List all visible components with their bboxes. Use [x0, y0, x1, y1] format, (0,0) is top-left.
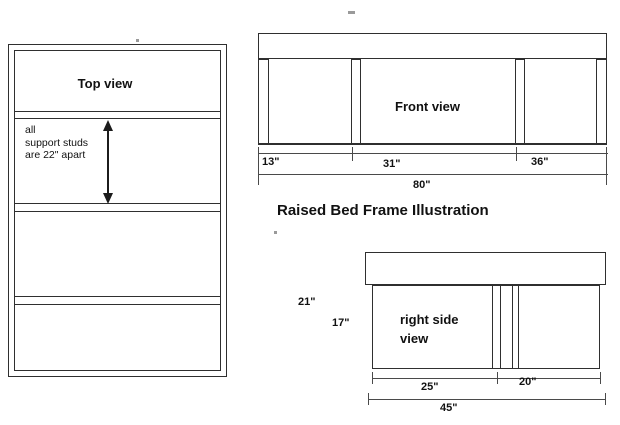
support-stud-note-line1: all — [25, 124, 36, 136]
front-view-bottom-line — [258, 143, 607, 145]
front-view-stud — [258, 59, 269, 144]
top-view-label: Top view — [77, 76, 133, 91]
front-dim-line — [258, 153, 608, 154]
dim-tick — [516, 147, 517, 161]
side-dim-line-total — [368, 399, 606, 400]
side-view-lower-box — [372, 285, 600, 369]
dim-tick — [368, 393, 369, 405]
artifact-speck — [136, 39, 139, 42]
support-stud-note-line2: support studs — [25, 136, 89, 149]
dim-tick — [606, 147, 607, 185]
top-view-rail — [15, 203, 220, 212]
dim-label-45: 45" — [440, 402, 458, 414]
top-view-rail — [15, 296, 220, 305]
artifact-speck — [348, 11, 355, 14]
side-view-label-line2: view — [400, 331, 429, 346]
dim-tick — [372, 372, 373, 384]
dim-tick — [600, 372, 601, 384]
dim-label-13: 13" — [262, 156, 280, 168]
dim-tick — [258, 147, 259, 185]
front-view-stud — [596, 59, 607, 144]
dim-label-31: 31" — [383, 158, 401, 170]
side-view-stud — [492, 285, 501, 369]
side-view-label-line1: right side — [400, 312, 459, 327]
top-view-rail — [15, 111, 220, 119]
dim-label-36: 36" — [531, 156, 549, 168]
dim-label-17: 17" — [332, 317, 350, 329]
front-dim-line-total — [258, 174, 608, 175]
page-title: Raised Bed Frame Illustration — [277, 202, 489, 219]
double-arrow-icon — [103, 120, 113, 204]
side-view-label: right side view — [400, 310, 459, 348]
side-dim-line — [372, 378, 601, 379]
dim-tick — [352, 147, 353, 161]
side-view-top-rail — [365, 252, 606, 285]
top-view-outer-box — [8, 44, 227, 377]
dim-tick — [497, 372, 498, 384]
dim-label-80: 80" — [413, 179, 431, 191]
front-view-stud — [351, 59, 361, 144]
front-view-top-rail — [258, 33, 607, 59]
dim-tick — [605, 393, 606, 405]
dim-label-25: 25" — [421, 381, 439, 393]
top-view-inner-box — [14, 50, 221, 371]
artifact-speck — [274, 231, 277, 234]
dim-label-21: 21" — [298, 296, 316, 308]
support-stud-note-line3: are 22" apart — [25, 149, 86, 161]
front-view-label: Front view — [395, 99, 461, 114]
dim-label-20: 20" — [519, 376, 537, 388]
side-view-stud — [512, 285, 519, 369]
front-view-stud — [515, 59, 525, 144]
support-stud-note: all support studs are 22" apart — [25, 124, 88, 162]
